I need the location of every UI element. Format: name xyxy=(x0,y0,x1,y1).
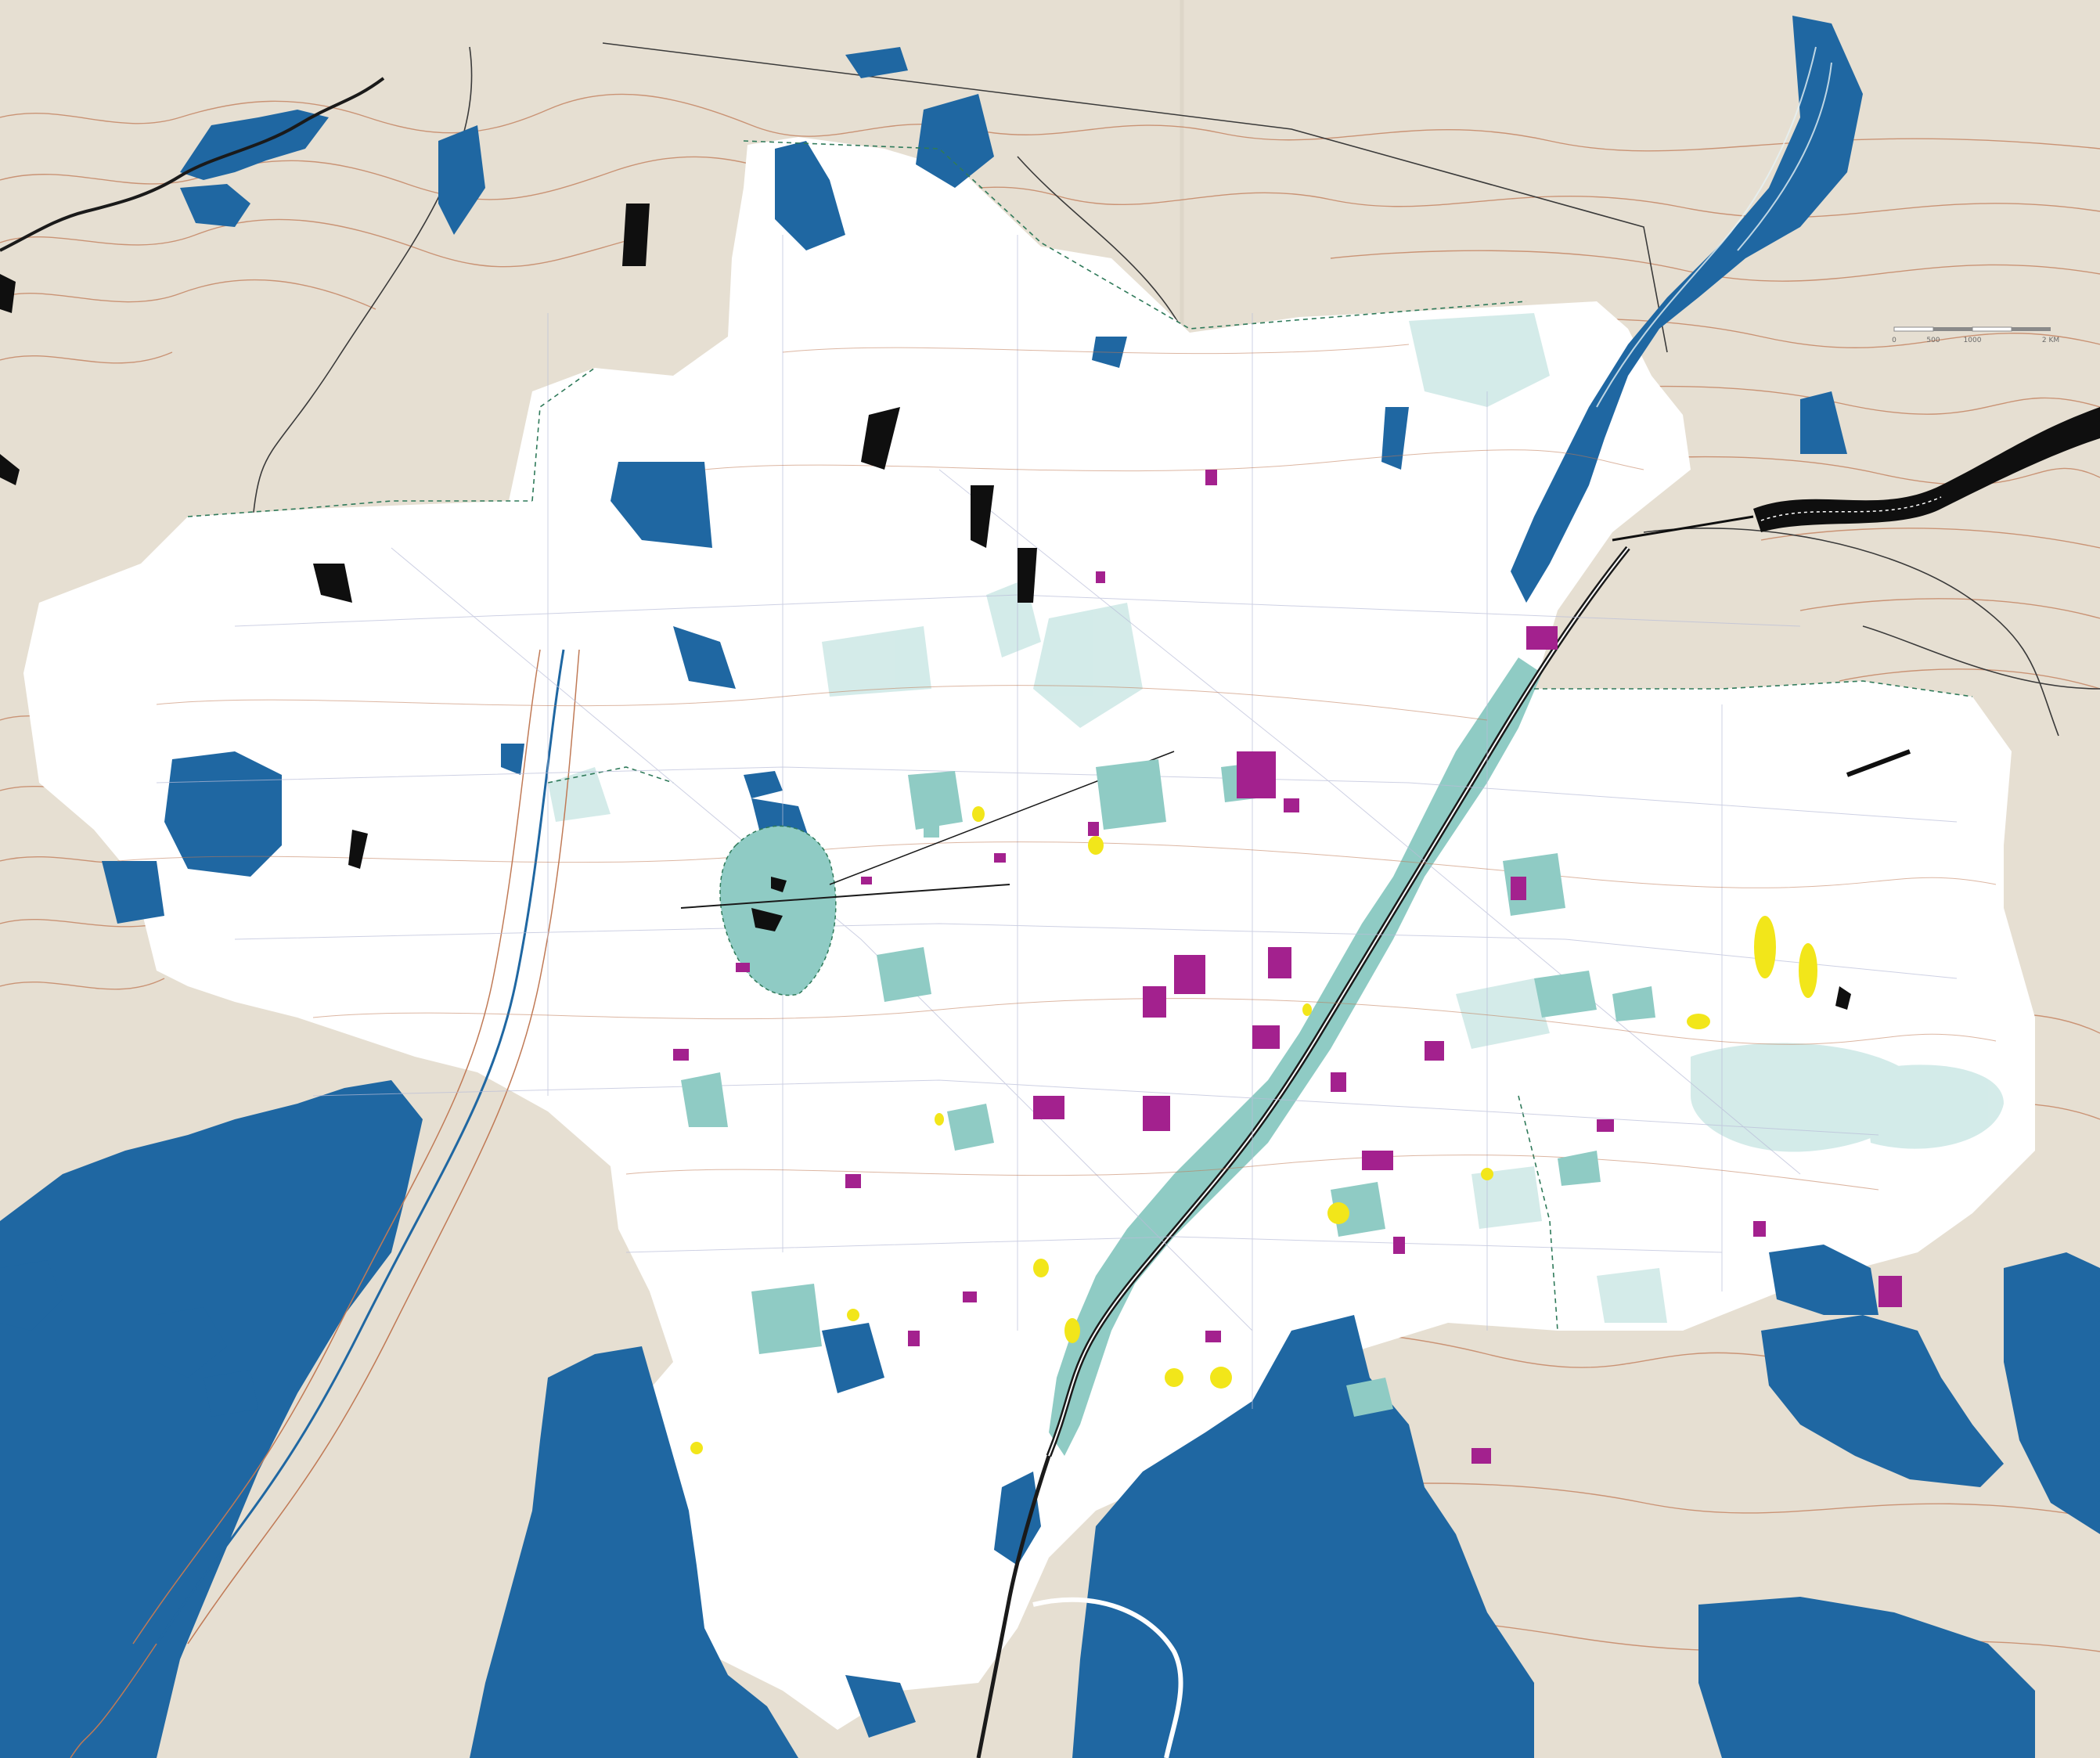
scale-label-2km: 2 KM xyxy=(2042,337,2059,344)
forest-south xyxy=(1072,1315,1534,1758)
forest-southcenter-small xyxy=(845,1675,916,1738)
forest-north-3 xyxy=(916,94,994,188)
regional-roads xyxy=(250,42,2100,737)
forest-north-5 xyxy=(611,462,712,548)
scale-bar: 0 500 1000 2 KM xyxy=(1892,326,2059,344)
scale-label-0: 0 xyxy=(1892,337,1896,344)
main-river xyxy=(976,546,1630,1758)
forest-west-5 xyxy=(822,1323,884,1393)
forest-southeast-3 xyxy=(1769,1245,1878,1315)
forest-west-1 xyxy=(164,751,282,877)
scale-bar-segment xyxy=(1893,326,1934,332)
forest-west-4 xyxy=(501,744,524,775)
forest-north-6 xyxy=(673,626,736,689)
forest-west-2 xyxy=(102,861,164,924)
forest-north-2 xyxy=(845,47,908,78)
forest-southwest xyxy=(0,1080,423,1758)
light-parks xyxy=(548,313,2004,1323)
black-structures xyxy=(0,204,1851,1010)
forest-sw-3 xyxy=(204,1370,258,1417)
forest-north-9 xyxy=(1800,391,1847,454)
west-river xyxy=(155,649,565,1645)
forest-northeast-strip xyxy=(1511,16,1863,603)
forest-valley-south xyxy=(994,1472,1041,1565)
scale-label-500: 500 xyxy=(1926,337,1940,344)
district-boundaries xyxy=(187,140,1973,1331)
forest-sw-edge xyxy=(0,1260,63,1331)
central-oval-park xyxy=(719,825,837,996)
forest-north-4 xyxy=(438,125,485,235)
river-valley-park xyxy=(1049,657,1542,1456)
park-blocks xyxy=(681,759,1655,1417)
forest-west-6 xyxy=(744,771,783,798)
forest-southeast-2 xyxy=(1698,1597,2035,1758)
forest-north-1 xyxy=(775,141,845,250)
sports-facilities xyxy=(690,806,1817,1454)
urban-contours xyxy=(117,344,1997,1191)
east-road-segment xyxy=(1846,749,1911,777)
facility-blocks xyxy=(673,470,1902,1464)
forest-sw-2 xyxy=(157,1307,227,1378)
street-network xyxy=(156,235,1958,1409)
northeast-road-thin xyxy=(1612,515,1754,542)
river-northeast xyxy=(1596,46,1832,408)
scale-bar-segment xyxy=(1972,326,2012,332)
scale-label-1000: 1000 xyxy=(1964,337,1982,344)
northwest-stream xyxy=(0,77,385,252)
forest-north-8 xyxy=(1381,407,1409,470)
forest-northwest-2 xyxy=(180,184,250,227)
forest-southeast-1 xyxy=(1761,1315,2004,1487)
forest-areas xyxy=(0,16,2100,1758)
northeast-road xyxy=(1753,407,2100,532)
central-axis xyxy=(680,884,1010,909)
south-road-curve xyxy=(1032,1597,1183,1758)
forest-east-edge xyxy=(2004,1252,2100,1534)
forest-south-center xyxy=(470,1346,798,1758)
